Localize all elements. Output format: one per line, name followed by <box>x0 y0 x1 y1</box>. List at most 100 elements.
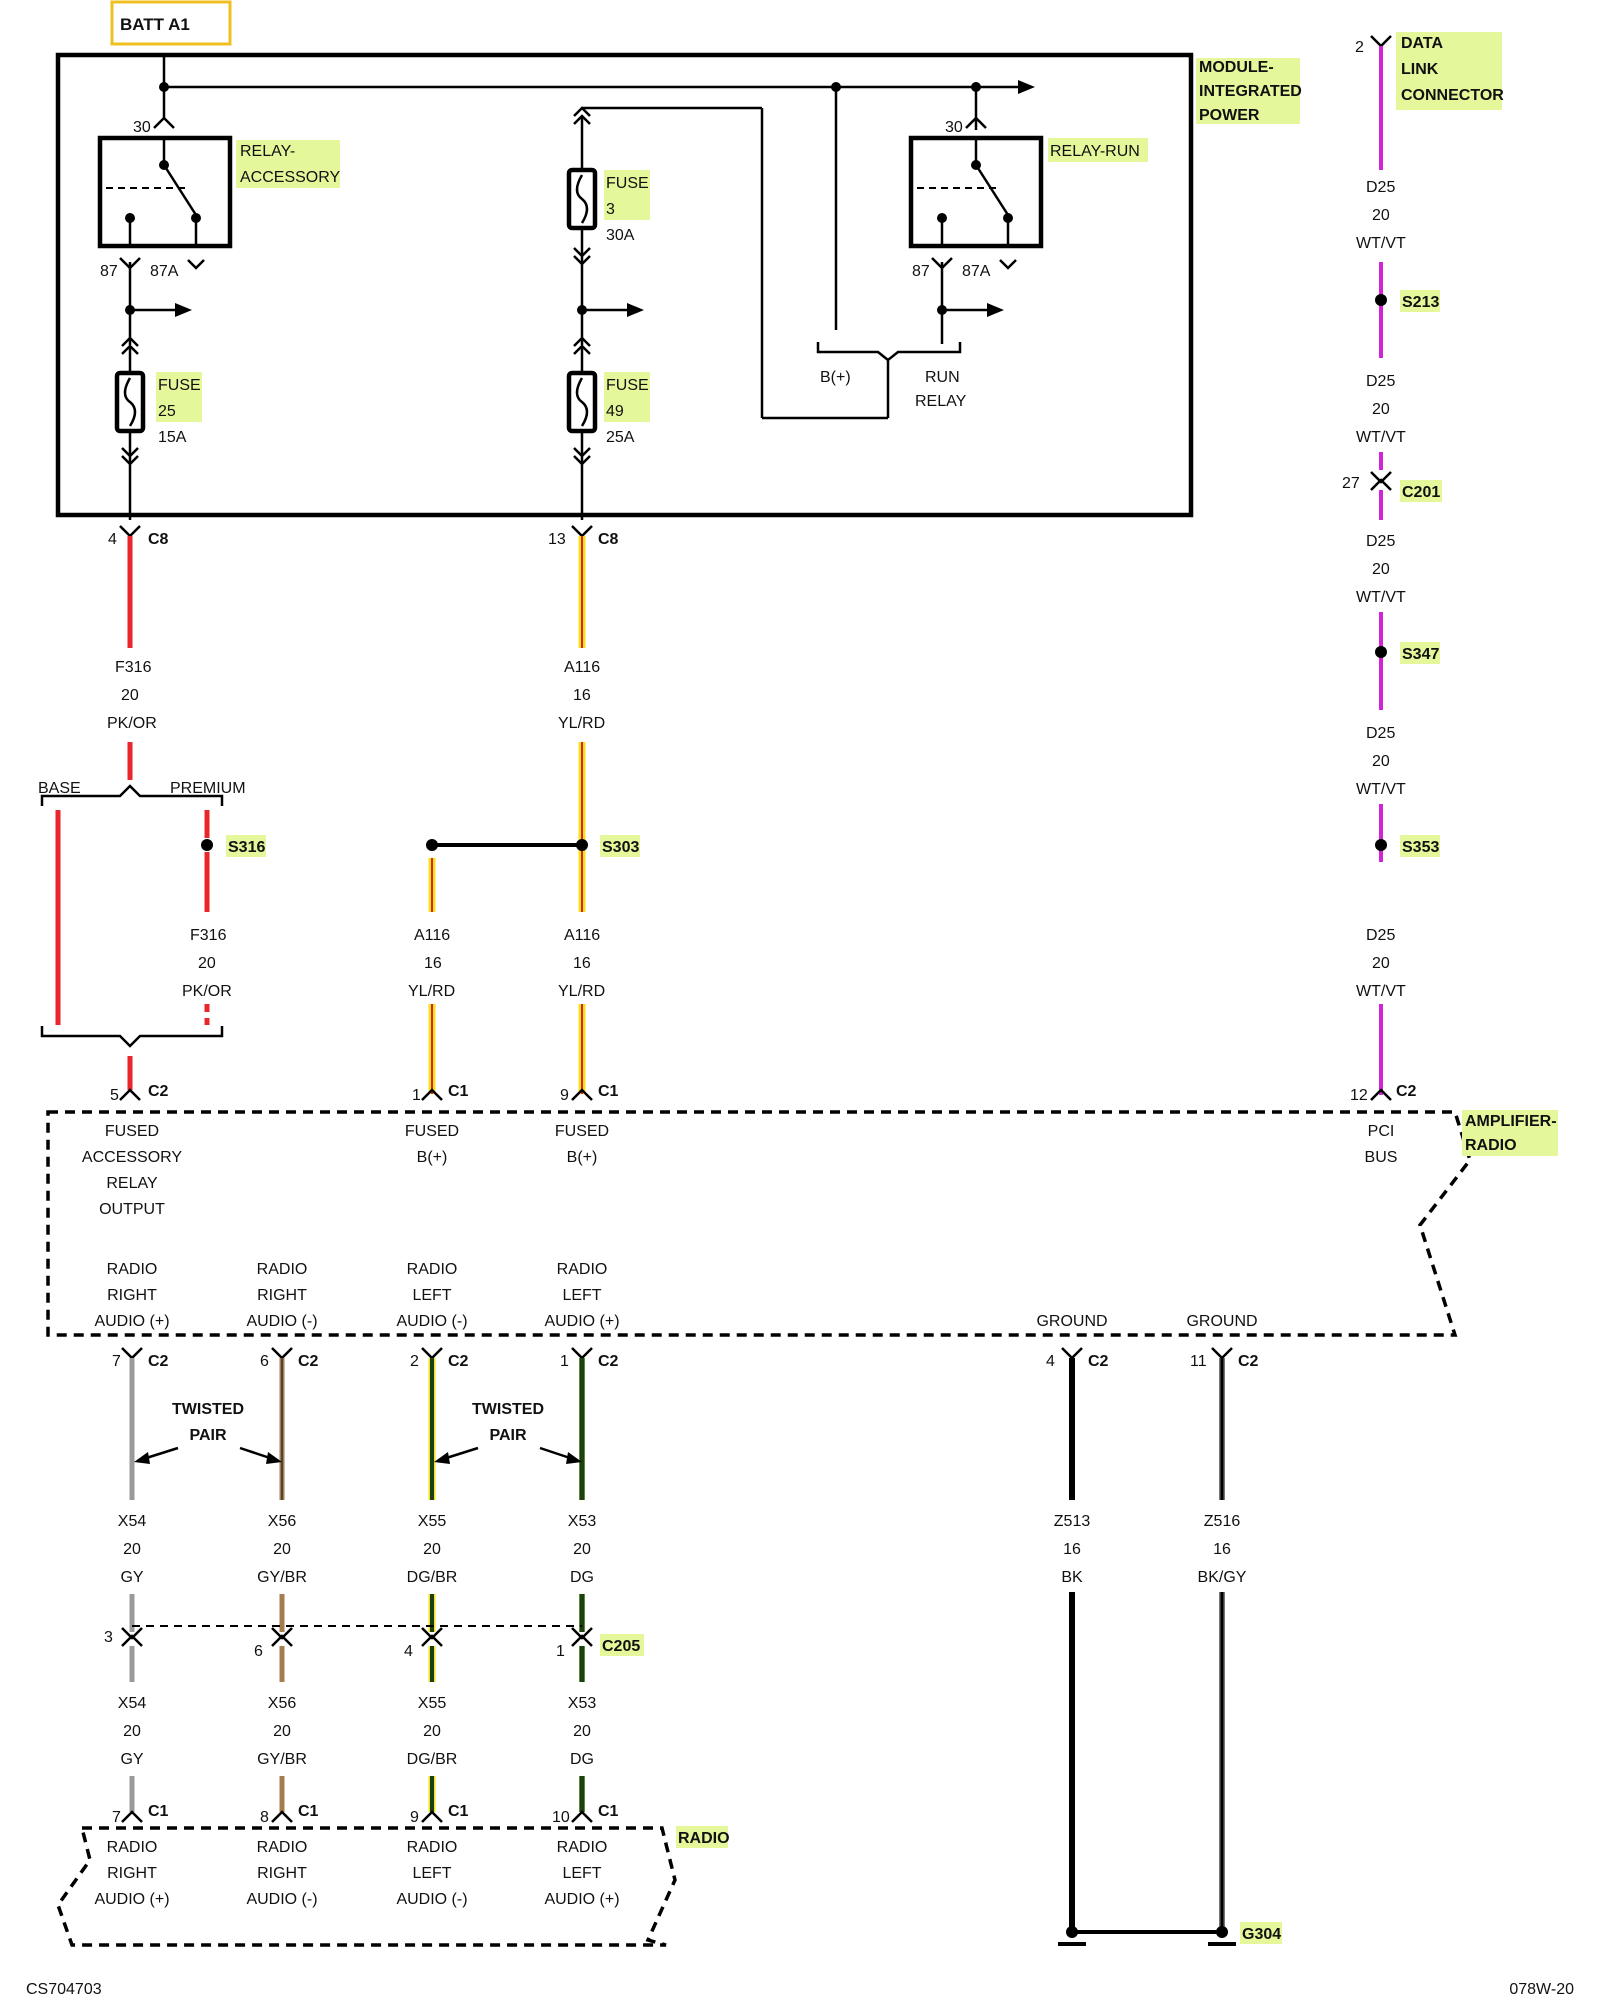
fuse-25-name: FUSE <box>158 377 201 394</box>
x55-gauge-1: 20 <box>423 1541 441 1558</box>
radio-lf-minus-line1: RADIO <box>407 1839 458 1856</box>
d25-gauge-5: 20 <box>1372 955 1390 972</box>
splice-s213: S213 <box>1402 294 1439 311</box>
module-integrated-power: MODULE- INTEGRATED POWER 30 <box>55 52 1302 520</box>
fuse-25-number: 25 <box>158 403 176 420</box>
d25-color-5: WT/VT <box>1356 983 1406 1000</box>
amp-c2-z516-connector: C2 <box>1238 1353 1259 1370</box>
radio-c1-x53-connector: C1 <box>598 1803 619 1820</box>
wire-f316: 4 C8 F316 20 PK/OR BASE PREMIUM S316 F31… <box>38 525 266 1104</box>
fuse-49-name: FUSE <box>606 377 649 394</box>
f316-id-1: F316 <box>115 659 152 676</box>
x53-color-1: DG <box>570 1569 594 1586</box>
radio: RADIO RADIO RIGHT AUDIO (+) RADIO RIGHT … <box>56 1826 730 1947</box>
splice-s353: S353 <box>1402 839 1439 856</box>
x54-id-1: X54 <box>118 1513 147 1530</box>
relay-run-pin-30: 30 <box>945 119 963 136</box>
amp-c1-b-pin: 9 <box>560 1087 569 1104</box>
amp-fused-acc-line1: FUSED <box>105 1123 159 1140</box>
amp-c2-z513-connector: C2 <box>1088 1353 1109 1370</box>
amp-ground-2: GROUND <box>1186 1313 1257 1330</box>
splice-s347: S347 <box>1402 646 1439 663</box>
d25-id-1: D25 <box>1366 179 1395 196</box>
module-name-line2: INTEGRATED <box>1199 83 1302 100</box>
amp-lf-plus-line2: LEFT <box>562 1287 601 1304</box>
amp-c2-x53-connector: C2 <box>598 1353 619 1370</box>
x56-id-1: X56 <box>268 1513 297 1530</box>
a116-color-2: YL/RD <box>408 983 455 1000</box>
base-premium-brace <box>40 784 224 806</box>
c205-x55-pin: 4 <box>404 1643 413 1660</box>
splice-s303: S303 <box>602 839 639 856</box>
x54-id-2: X54 <box>118 1695 147 1712</box>
amp-c2-x56-connector: C2 <box>298 1353 319 1370</box>
c205-x56-pin: 6 <box>254 1643 263 1660</box>
amp-c2-x54-connector: C2 <box>148 1353 169 1370</box>
f316-id-2: F316 <box>190 927 227 944</box>
amp-c2-x53-pin: 1 <box>560 1353 569 1370</box>
z516-gauge: 16 <box>1213 1541 1231 1558</box>
radio-c1-x56-pin: 8 <box>260 1809 269 1826</box>
data-link-connector: 2 DATA LINK CONNECTOR <box>1355 32 1504 110</box>
module-box <box>55 52 1194 518</box>
x54-color-1: GY <box>120 1569 143 1586</box>
amp-c1-a-connector: C1 <box>448 1083 469 1100</box>
z513-color: BK <box>1061 1569 1083 1586</box>
relay-accessory-pin-30: 30 <box>133 119 151 136</box>
amp-fused-bplus-b-line1: FUSED <box>555 1123 609 1140</box>
twisted-pair-2-line1: TWISTED <box>472 1401 544 1418</box>
d25-gauge-1: 20 <box>1372 207 1390 224</box>
x56-gauge-2: 20 <box>273 1723 291 1740</box>
connector-c201: C201 <box>1402 484 1440 501</box>
relay-run: 30 RELAY-RUN 87 87A <box>908 116 1148 344</box>
radio-rr-minus-line3: AUDIO (-) <box>246 1891 317 1908</box>
fuse-49-number: 49 <box>606 403 624 420</box>
x55-id-2: X55 <box>418 1695 447 1712</box>
radio-rr-minus-line2: RIGHT <box>257 1865 307 1882</box>
fuse-25-rating: 15A <box>158 429 187 446</box>
amp-c1-a-pin: 1 <box>412 1087 421 1104</box>
d25-gauge-2: 20 <box>1372 401 1390 418</box>
x56-color-1: GY/BR <box>257 1569 307 1586</box>
radio-lf-minus-line3: AUDIO (-) <box>396 1891 467 1908</box>
relay-accessory-name-line1: RELAY- <box>240 143 295 160</box>
amp-lf-plus-line1: RADIO <box>557 1261 608 1278</box>
z513-id: Z513 <box>1054 1513 1091 1530</box>
amp-fused-bplus-a-line1: FUSED <box>405 1123 459 1140</box>
twisted-pair-2-line2: PAIR <box>489 1427 526 1444</box>
c205-x53-pin: 1 <box>556 1643 565 1660</box>
amp-pci-line2: BUS <box>1365 1149 1398 1166</box>
radio-rr-plus-line2: RIGHT <box>107 1865 157 1882</box>
radio-c1-x53-pin: 10 <box>552 1809 570 1826</box>
x54-gauge-1: 20 <box>123 1541 141 1558</box>
a116-id-3: A116 <box>564 927 600 944</box>
c201-pin: 27 <box>1342 475 1360 492</box>
c8-a116-pin: 13 <box>548 531 566 548</box>
amp-ground-1: GROUND <box>1036 1313 1107 1330</box>
amp-rr-plus-line1: RADIO <box>107 1261 158 1278</box>
amp-c2-x55-pin: 2 <box>410 1353 419 1370</box>
relay-accessory: 30 RELAY- ACCESSORY 87 87A <box>97 116 341 345</box>
x55-color-2: DG/BR <box>407 1751 458 1768</box>
x55-color-1: DG/BR <box>407 1569 458 1586</box>
x55-id-1: X55 <box>418 1513 447 1530</box>
dlc-pin: 2 <box>1355 39 1364 56</box>
f316-gauge-1: 20 <box>121 687 139 704</box>
x56-color-2: GY/BR <box>257 1751 307 1768</box>
amp-fused-acc-line4: OUTPUT <box>99 1201 165 1218</box>
d25-id-3: D25 <box>1366 533 1395 550</box>
radio-lf-plus-line2: LEFT <box>562 1865 601 1882</box>
footer-right: 078W-20 <box>1509 1981 1574 1998</box>
d25-gauge-3: 20 <box>1372 561 1390 578</box>
twisted-pair-1-line1: TWISTED <box>172 1401 244 1418</box>
footer-left: CS704703 <box>26 1981 102 1998</box>
relay-run-name: RELAY-RUN <box>1050 143 1140 160</box>
d25-color-2: WT/VT <box>1356 429 1406 446</box>
x54-gauge-2: 20 <box>123 1723 141 1740</box>
c205-x54-pin: 3 <box>104 1629 113 1646</box>
fuse-3-name: FUSE <box>606 175 649 192</box>
amplifier-name-line1: AMPLIFIER- <box>1465 1113 1557 1130</box>
amp-c2-z516-pin: 11 <box>1190 1353 1207 1370</box>
a116-id-2: A116 <box>414 927 450 944</box>
